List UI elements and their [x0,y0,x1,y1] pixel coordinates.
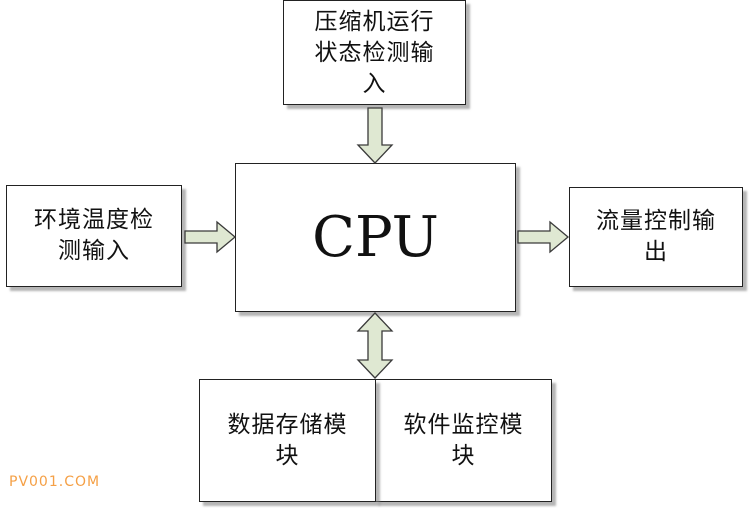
data-storage-module-block: 数据存储模 块 [199,379,376,502]
watermark: PV001.COM [9,474,101,490]
compressor-status-input-label: 压缩机运行 状态检测输 入 [314,9,435,97]
data-storage-module-label: 数据存储模 块 [227,411,348,469]
compressor-status-input-block: 压缩机运行 状态检测输 入 [283,0,466,105]
arrow-cpu-to-modules-bidirectional [356,312,394,379]
env-temp-input-block: 环境温度检 测输入 [6,185,182,287]
cpu-label: CPU [312,204,439,270]
software-monitor-module-block: 软件监控模 块 [375,379,552,502]
flow-control-output-label: 流量控制输 出 [596,208,716,265]
arrow-cpu-to-flow [517,220,570,254]
software-monitor-module-label: 软件监控模 块 [403,411,524,469]
cpu-block: CPU [235,163,516,312]
env-temp-input-label: 环境温度检 测输入 [34,207,154,264]
flow-control-output-block: 流量控制输 出 [569,187,743,287]
arrow-env-to-cpu [184,220,237,254]
arrow-compressor-to-cpu [356,107,394,164]
